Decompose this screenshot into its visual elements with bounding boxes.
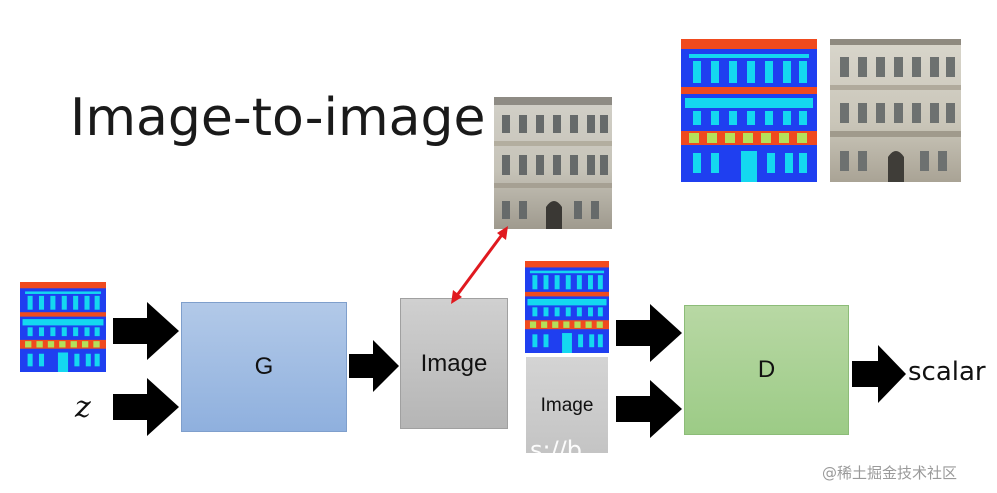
faint-overlay-text: s://b (530, 436, 582, 464)
generator-box: G (181, 302, 347, 432)
facade-label-map-large (681, 39, 817, 182)
block-arrow-icon (113, 302, 179, 360)
facade-label-map-input (20, 282, 106, 372)
double-arrow-icon (451, 226, 508, 304)
building-photo-large (830, 39, 961, 182)
discriminator-box: D (684, 305, 849, 435)
paired-image-box: Image (526, 357, 608, 453)
facade-label-map-condition (525, 261, 609, 353)
generator-label: G (254, 353, 274, 380)
paired-image-label: Image (540, 395, 594, 416)
block-arrow-icon (852, 345, 906, 403)
discriminator-label: D (757, 356, 776, 383)
building-photo-generated (494, 97, 612, 229)
slide-title: Image-to-image (70, 88, 486, 148)
watermark: @稀土掘金技术社区 (822, 464, 958, 482)
output-label: scalar (908, 357, 986, 387)
block-arrow-icon (349, 340, 399, 392)
block-arrow-icon (616, 380, 682, 438)
output-image-box: Image (400, 298, 508, 429)
output-image-label: Image (420, 349, 488, 377)
noise-label: z (75, 390, 91, 425)
block-arrow-icon (616, 304, 682, 362)
block-arrow-icon (113, 378, 179, 436)
